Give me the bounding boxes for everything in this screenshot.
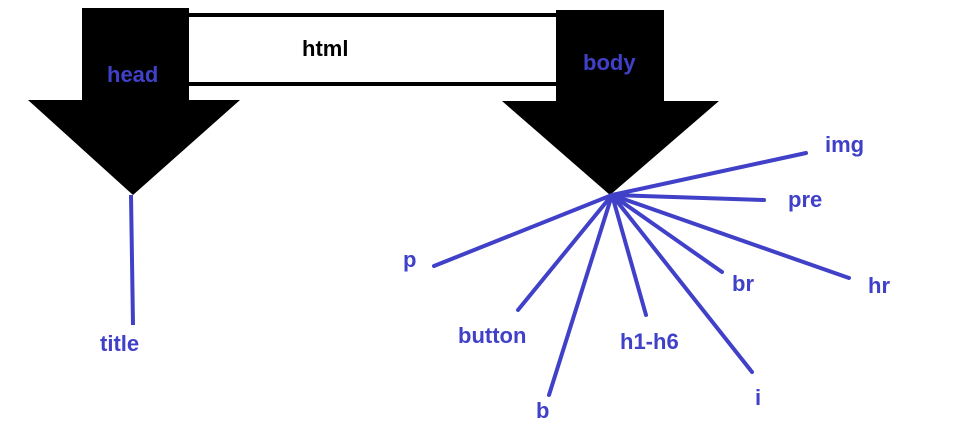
br-label: br xyxy=(732,271,754,296)
img-label: img xyxy=(825,132,865,157)
body-br-edge xyxy=(610,193,724,274)
body-arrow xyxy=(502,10,719,195)
html-node-box xyxy=(184,13,562,86)
b-label: b xyxy=(536,398,550,423)
head-title-edge xyxy=(129,194,135,326)
head-arrow xyxy=(28,8,240,195)
button-label: button xyxy=(458,323,527,348)
body-p-edge xyxy=(432,193,614,268)
h1-h6-label: h1-h6 xyxy=(620,329,679,354)
title-label: title xyxy=(100,331,140,356)
body-child-edges xyxy=(432,151,851,397)
pre-label: pre xyxy=(788,187,823,212)
body-img-edge xyxy=(610,151,808,197)
body-i-edge xyxy=(610,193,754,374)
hr-label: hr xyxy=(868,273,890,298)
body-pre-edge xyxy=(610,193,766,202)
body-label: body xyxy=(583,50,636,75)
p-label: p xyxy=(403,247,417,272)
body-h1h6-edge xyxy=(610,193,648,317)
head-label: head xyxy=(107,62,159,87)
body-hr-edge xyxy=(610,193,851,280)
body-button-edge xyxy=(516,193,614,312)
html-label: html xyxy=(302,36,349,61)
body-b-edge xyxy=(547,193,614,397)
i-label: i xyxy=(755,385,762,410)
